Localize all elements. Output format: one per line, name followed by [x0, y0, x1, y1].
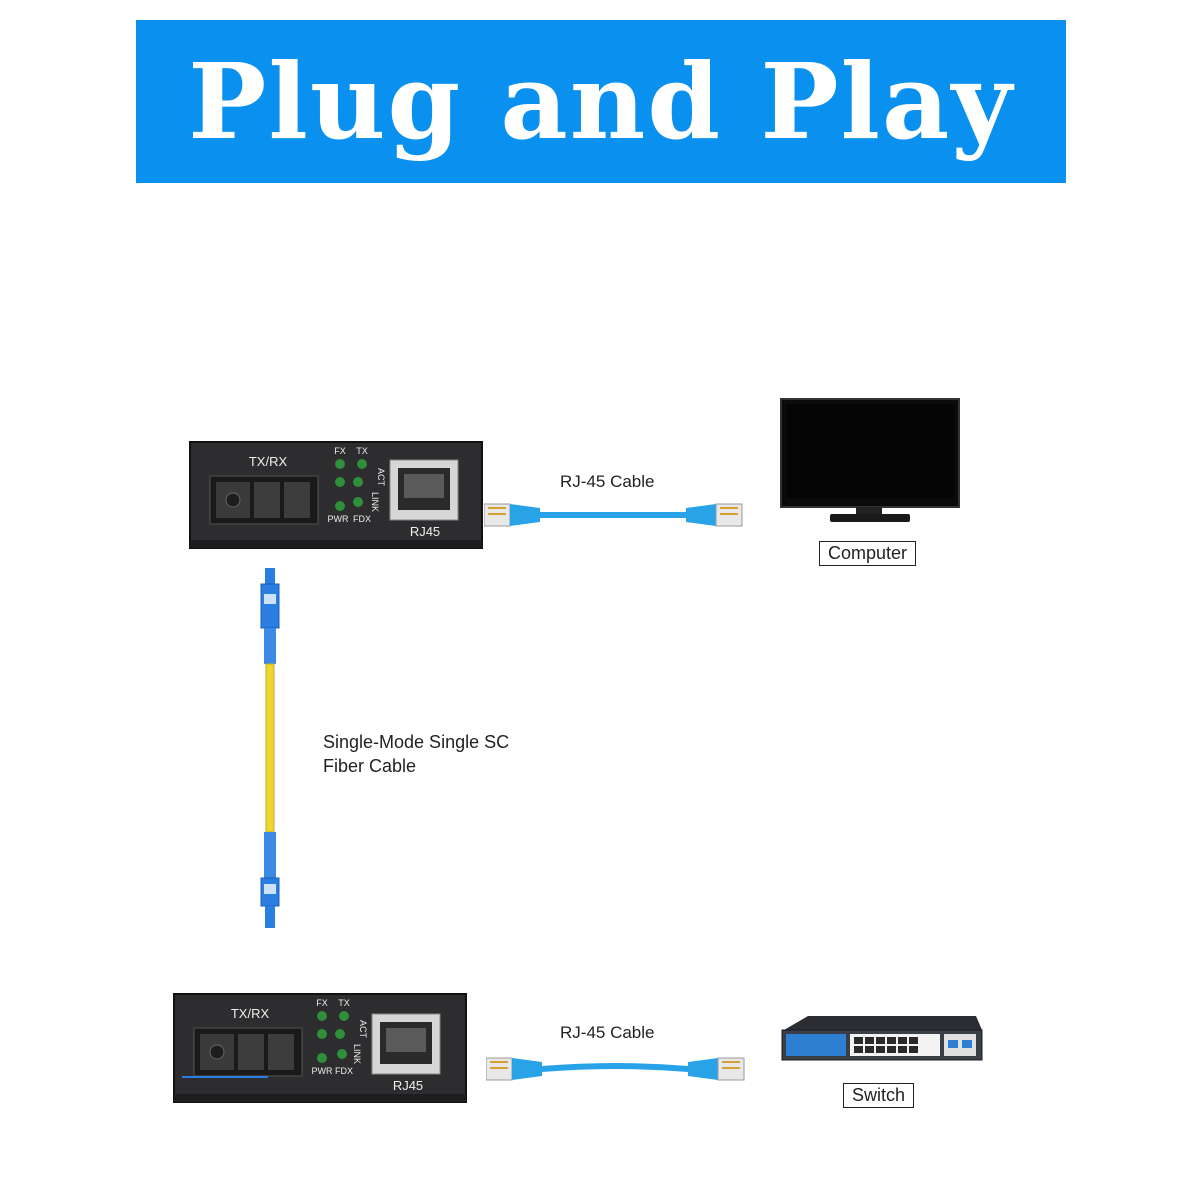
svg-text:PWR: PWR: [312, 1066, 333, 1076]
svg-text:FDX: FDX: [335, 1066, 353, 1076]
rj45-cable-bottom-label: RJ-45 Cable: [560, 1023, 655, 1042]
led-act: [353, 477, 363, 487]
title-banner: Plug and Play: [136, 20, 1066, 183]
svg-text:PWR: PWR: [328, 514, 349, 524]
svg-text:ACT: ACT: [358, 1020, 368, 1039]
media-converter-top: TX/RX FX TX PWR FDX LINK ACT RJ45: [189, 441, 483, 549]
svg-text:LINK: LINK: [352, 1044, 362, 1064]
rj45-cable-top: [484, 503, 743, 527]
banner-title: Plug and Play: [188, 40, 1014, 163]
network-switch-image: [781, 1016, 983, 1061]
switch-label: Switch: [843, 1083, 915, 1108]
led-pwr: [335, 501, 345, 511]
svg-text:FX: FX: [316, 998, 328, 1008]
svg-text:FX: FX: [334, 446, 346, 456]
computer-monitor-image: [780, 398, 960, 522]
svg-text:FDX: FDX: [353, 514, 371, 524]
fiber-cable: [260, 568, 280, 928]
led-tx: [357, 459, 367, 469]
txrx-label: TX/RX: [249, 454, 288, 469]
fiber-cable-label: Single-Mode Single SC Fiber Cable: [323, 730, 509, 778]
rj45-cable-bottom: [486, 1057, 745, 1081]
computer-label: Computer: [819, 541, 917, 566]
led-fdx: [353, 497, 363, 507]
rj45-label: RJ45: [393, 1078, 423, 1093]
svg-text:TX: TX: [356, 446, 368, 456]
svg-text:TX: TX: [338, 998, 350, 1008]
media-converter-bottom: TX/RX FX TX PWR FDX LINK ACT RJ45: [173, 993, 467, 1103]
cable-wire: [540, 512, 686, 518]
txrx-label: TX/RX: [231, 1006, 270, 1021]
rj45-cable-top-label: RJ-45 Cable: [560, 472, 655, 491]
led-fx: [335, 459, 345, 469]
fiber-strand: [265, 663, 275, 833]
fiber-label-line2: Fiber Cable: [323, 756, 417, 776]
rj45-label: RJ45: [410, 524, 440, 539]
fiber-label-line1: Single-Mode Single SC: [323, 732, 510, 752]
svg-text:LINK: LINK: [370, 492, 380, 512]
led-link: [335, 477, 345, 487]
cable-wire: [542, 1063, 688, 1072]
svg-text:ACT: ACT: [376, 468, 386, 487]
